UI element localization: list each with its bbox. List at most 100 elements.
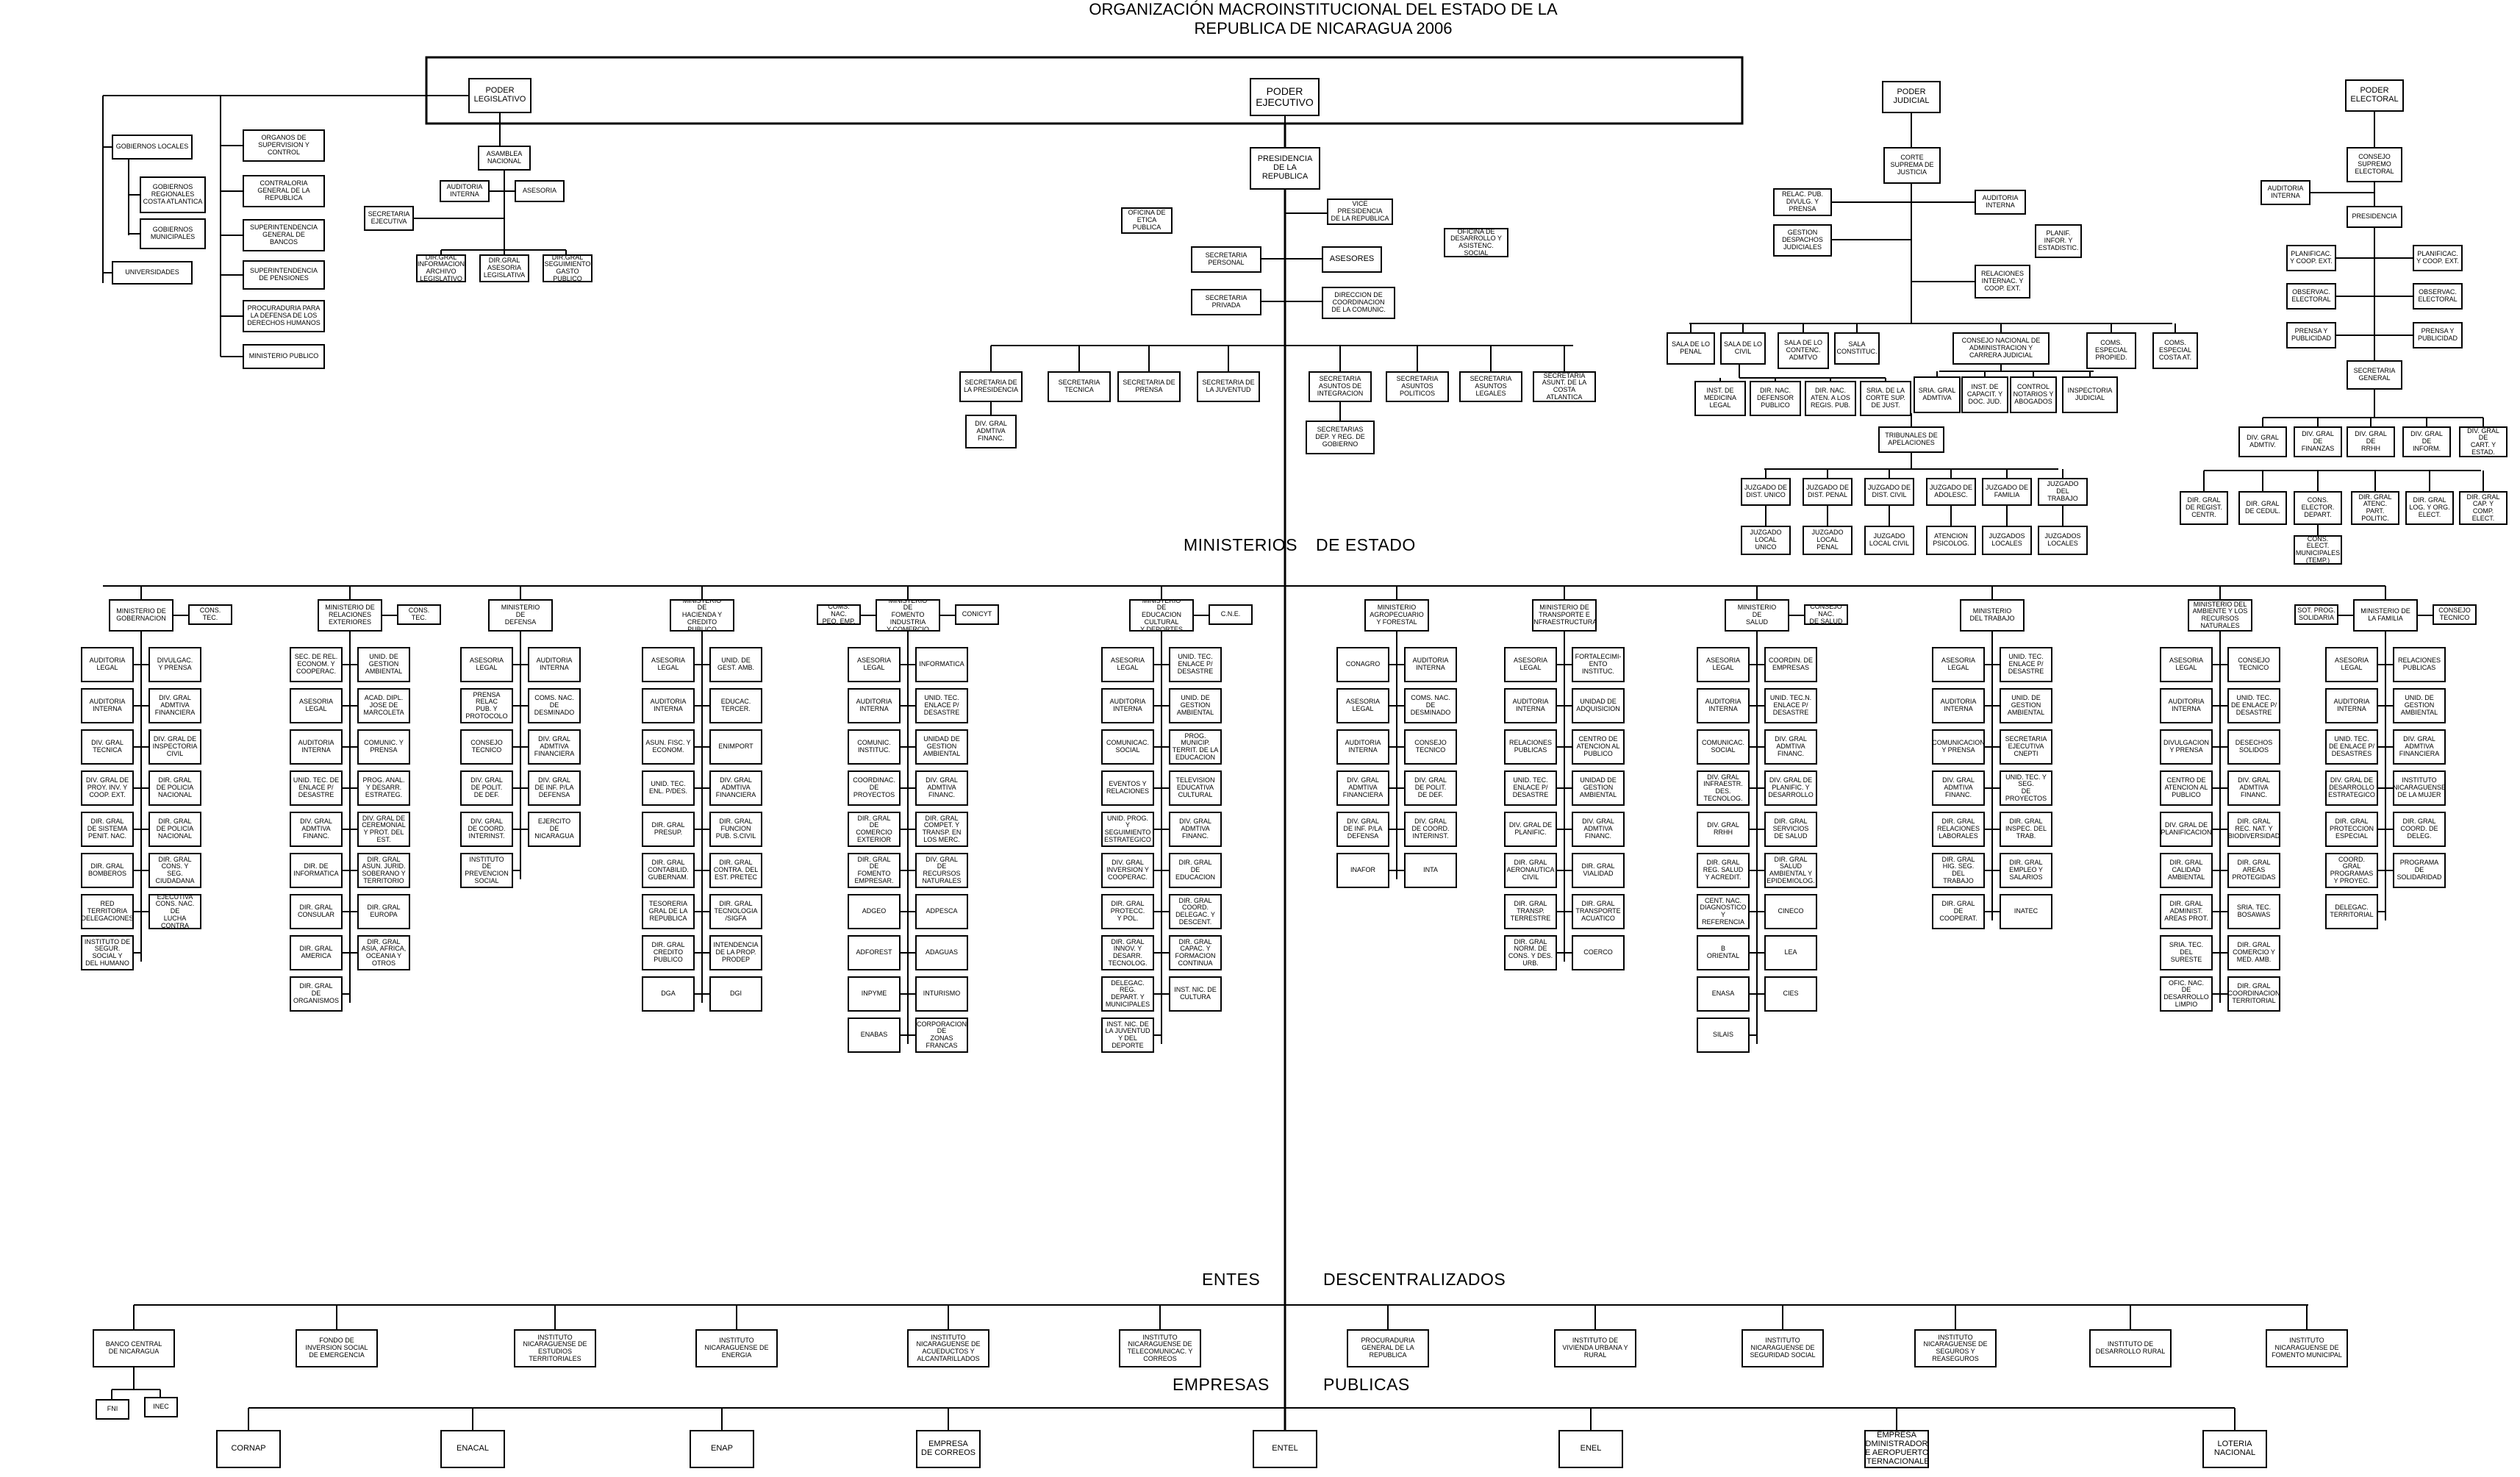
ministry-4-item-14: ADFOREST — [848, 935, 901, 970]
poder-legislativo: PODER LEGISLATIVO — [468, 78, 531, 113]
juz-unico: JUZGADO DE DIST. UNICO — [1741, 478, 1791, 506]
ente-3: INSTITUTO NICARAGUENSE DE ENERGIA — [695, 1329, 778, 1367]
ministry-1-item-2: ASESORIA LEGAL — [290, 688, 343, 723]
ministry-1-item-0: SEC. DE REL. ECONOM. Y COOPERAC. — [290, 647, 343, 682]
ministry-4-item-0: ASESORIA LEGAL — [848, 647, 901, 682]
div-finanzas: DIV. GRAL DE FINANZAS — [2294, 426, 2342, 457]
ministry-1: MINISTERIO DE RELACIONES EXTERIORES — [318, 599, 382, 632]
planific1: PLANIFICAC. Y COOP. EXT. — [2286, 245, 2336, 271]
ministry-11-item-7: INSTITUTO NICARAGUENSE DE LA MUJER — [2393, 770, 2446, 806]
ministry-11: MINISTERIO DE LA FAMILIA — [2353, 599, 2418, 632]
div-inform: DIV. GRAL DE INFORM. — [2402, 426, 2451, 457]
corte-suprema: CORTE SUPREMA DE JUSTICIA — [1883, 147, 1941, 184]
ministry-1-item-11: DIR. GRAL ASUN. JURID. SOBERANO Y TERRIT… — [357, 853, 410, 888]
ministry-3-item-13: DIR. GRAL TECNOLOGIA /SIGFA — [709, 894, 762, 929]
ministry-5-item-11: DIR. GRAL DE EDUCACION — [1169, 853, 1222, 888]
ministry-3-item-11: DIR. GRAL CONTRA. DEL EST. PRETEC — [709, 853, 762, 888]
ente-0: BANCO CENTRAL DE NICARAGUA — [93, 1329, 175, 1367]
ministry-9-item-2: AUDITORIA INTERNA — [1932, 688, 1985, 723]
sec-costa: SECRETARIA ASUNT. DE LA COSTA ATLANTICA — [1533, 371, 1596, 402]
consejo-electoral: CONSEJO SUPREMO ELECTORAL — [2347, 147, 2402, 182]
ministry-6-item-10: INAFOR — [1336, 853, 1389, 888]
ministry-5-item-9: DIV. GRAL ADMTIVA FINANC. — [1169, 812, 1222, 847]
control-notarios: CONTROL NOTARIOS Y ABOGADOS — [2010, 376, 2057, 413]
ministry-8-item-10: DIR. GRAL REG. SALUD Y ACREDIT. — [1697, 853, 1750, 888]
secretaria-general: SECRETARIA GENERAL — [2347, 360, 2402, 390]
ministry-1-item-8: DIV. GRAL ADMTIVA FINANC. — [290, 812, 343, 847]
ministry-5-item-0: ASESORIA LEGAL — [1101, 647, 1154, 682]
ministry-5-item-15: DIR. GRAL CAPAC. Y FORMACION CONTINUA — [1169, 935, 1222, 970]
ministry-1-item-14: DIR. GRAL AMERICA — [290, 935, 343, 970]
gobiernos-municipales: GOBIERNOS MUNICIPALES — [140, 218, 206, 249]
ministry-6: MINISTERIO AGROPECUARIO Y FORESTAL — [1364, 599, 1429, 632]
ministry-9-item-10: DIR. GRAL HIG. SEG. DEL TRABAJO — [1932, 853, 1985, 888]
ministry-11-side: CONSEJO TECNICO — [2433, 604, 2477, 625]
ministry-11-item-12: DELEGAC. TERRITORIAL — [2325, 894, 2378, 929]
ministry-4-item-5: UNIDAD DE GESTION AMBIENTAL — [915, 729, 968, 765]
ministry-9-item-4: COMUNICACION Y PRENSA — [1932, 729, 1985, 765]
ministry-3-item-12: TESORERIA GRAL DE LA REPUBLICA — [642, 894, 695, 929]
ministry-6-item-7: DIV. GRAL DE POLIT. DE DEF. — [1404, 770, 1457, 806]
sec-legales: SECRETARIA ASUNTOS LEGALES — [1459, 371, 1522, 402]
ministerio-publico: MINISTERIO PUBLICO — [243, 344, 325, 369]
ministry-7-item-10: DIR. GRAL AERONAUTICA CIVIL — [1504, 853, 1557, 888]
ministry-5: MINISTERIO DE EDUCACION CULTURAL Y DEPOR… — [1129, 599, 1194, 632]
ministry-10: MINISTERIO DEL AMBIENTE Y LOS RECURSOS N… — [2188, 599, 2252, 632]
sec-tecnica: SECRETARIA TECNICA — [1048, 371, 1111, 402]
ministry-3-item-9: DIR. GRAL FUNCION PUB. S.CIVIL — [709, 812, 762, 847]
ministry-10-item-14: SRIA. TEC. DEL SURESTE — [2160, 935, 2213, 970]
ministry-4: MINISTERIO DE FOMENTO INDUSTRIA Y COMERC… — [876, 599, 940, 632]
ministry-6-item-6: DIV. GRAL ADMTIVA FINANCIERA — [1336, 770, 1389, 806]
ministry-8-item-3: UNID. TEC.N. ENLACE P/ DESASTRE — [1764, 688, 1817, 723]
ministry-10-item-5: DESECHOS SOLIDOS — [2227, 729, 2280, 765]
ministry-9-item-0: ASESORIA LEGAL — [1932, 647, 1985, 682]
ministry-9: MINISTERIO DEL TRABAJO — [1960, 599, 2025, 632]
sec-juventud: SECRETARIA DE LA JUVENTUD — [1197, 371, 1260, 402]
ministry-3-item-17: DGI — [709, 976, 762, 1012]
poder-judicial: PODER JUDICIAL — [1882, 81, 1941, 113]
ministry-8-item-8: DIV. GRAL RRHH — [1697, 812, 1750, 847]
ministry-2-item-3: COMS. NAC. DE DESMINADO — [528, 688, 581, 723]
organos-supervision: ORGANOS DE SUPERVISION Y CONTROL — [243, 129, 325, 162]
sala-civil: SALA DE LO CIVIL — [1720, 332, 1766, 365]
ministry-1-item-5: COMUNIC. Y PRENSA — [357, 729, 410, 765]
planific2: PLANIFICAC. Y COOP. EXT. — [2413, 245, 2463, 271]
ministry-5-item-17: INST. NIC. DE CULTURA — [1169, 976, 1222, 1012]
label-publicas: PUBLICAS — [1323, 1375, 1410, 1394]
ministry-8-side: CONSEJO NAC. DE SALUD — [1804, 604, 1848, 625]
ministry-3-item-15: INTENDENCIA DE LA PROP. PRODEP — [709, 935, 762, 970]
ministry-8-item-17: CIES — [1764, 976, 1817, 1012]
empresa-2: ENAP — [690, 1430, 754, 1468]
ministry-0-side: CONS. TEC. — [188, 604, 232, 625]
ministry-6-item-8: DIV. GRAL DE INF. P/LA DEFENSA — [1336, 812, 1389, 847]
title-line-2: REPUBLICA DE NICARAGUA 2006 — [1194, 19, 1453, 37]
ministry-3-item-8: DIR. GRAL PRESUP. — [642, 812, 695, 847]
ministry-3-item-10: DIR. GRAL CONTABILID. GUBERNAM. — [642, 853, 695, 888]
ministry-4-item-1: INFORMATICA — [915, 647, 968, 682]
ministry-11-item-10: COORD. GRAL PROGRAMAS Y PROYEC. — [2325, 853, 2378, 888]
ministry-10-item-9: DIR. GRAL REC. NAT. Y BIODIVERSIDAD — [2227, 812, 2280, 847]
ministry-4-side2: COMS. NAC. PEQ. EMP. — [817, 604, 861, 625]
juz-locales: JUZGADOS LOCALES — [1982, 526, 2032, 555]
ministry-11-item-5: DIV. GRAL ADMTIVA FINANCIERA — [2393, 729, 2446, 765]
ministry-10-item-7: DIV. GRAL ADMTIVA FINANC. — [2227, 770, 2280, 806]
page-title: ORGANIZACIÓN MACROINSTITUCIONAL DEL ESTA… — [956, 0, 1691, 38]
dir-defensor: DIR. NAC. DEFENSOR PUBLICO — [1750, 381, 1801, 416]
ministry-9-item-13: INATEC — [2000, 894, 2052, 929]
ministry-2-item-6: DIV. GRAL DE POLIT. DE DEF. — [460, 770, 513, 806]
ministry-6-item-9: DIV. GRAL DE COORD. INTERINST. — [1404, 812, 1457, 847]
ministry-3-item-3: EDUCAC. TERCER. — [709, 688, 762, 723]
ministry-5-item-4: COMUNICAC. SOCIAL — [1101, 729, 1154, 765]
tribunales-apelaciones: TRIBUNALES DE APELACIONES — [1878, 426, 1944, 453]
gestion-despachos: GESTION DESPACHOS JUDICIALES — [1773, 224, 1832, 257]
cons-elector: CONS. ELECTOR. DEPART. — [2294, 491, 2342, 525]
ministry-1-item-12: DIR. GRAL CONSULAR — [290, 894, 343, 929]
empresa-6: EMPRESA ADMINISTRADORA DE AEROPUERTOS IN… — [1864, 1430, 1929, 1468]
empresa-4: ENTEL — [1253, 1430, 1317, 1468]
ministry-1-item-9: DIV. GRAL DE CEREMONIAL Y PROT. DEL EST. — [357, 812, 410, 847]
ministry-4-item-17: INTURISMO — [915, 976, 968, 1012]
ministry-7-item-0: ASESORIA LEGAL — [1504, 647, 1557, 682]
secretaria-ejecutiva: SECRETARIA EJECUTIVA — [364, 206, 414, 231]
loc-penal: JUZGADO LOCAL PENAL — [1803, 526, 1853, 555]
ministry-10-item-0: ASESORIA LEGAL — [2160, 647, 2213, 682]
